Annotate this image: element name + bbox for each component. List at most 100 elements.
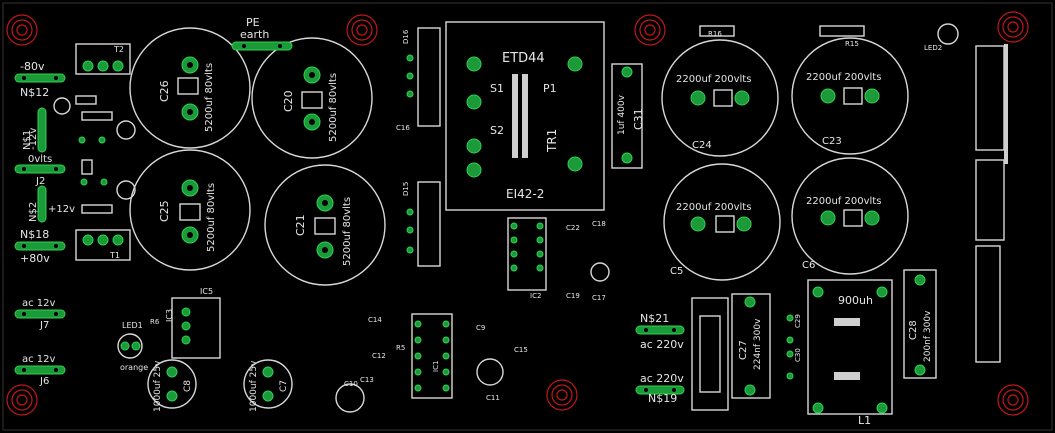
regulator-t1[interactable]: T1 xyxy=(75,229,131,261)
svg-text:ac 12v: ac 12v xyxy=(22,354,56,365)
svg-text:1000uf 25v: 1000uf 25v xyxy=(249,360,259,412)
svg-text:J6: J6 xyxy=(39,376,49,387)
svg-text:IC2: IC2 xyxy=(530,292,541,300)
svg-text:900uh: 900uh xyxy=(838,294,873,307)
svg-text:2200uf 200vlts: 2200uf 200vlts xyxy=(676,202,751,213)
small-parts-left xyxy=(53,95,136,214)
diode-heatsink-bottom[interactable]: D15 xyxy=(402,181,441,267)
capacitor-c20[interactable]: C20 5200uf 80vlts xyxy=(251,37,373,159)
right-connectors[interactable] xyxy=(975,44,1008,363)
svg-text:1000uf 25v: 1000uf 25v xyxy=(153,360,163,412)
fuse[interactable] xyxy=(691,297,729,411)
svg-text:N$12: N$12 xyxy=(20,86,49,99)
regulator-ic5[interactable]: IC5 IC3 xyxy=(165,287,221,359)
connector-j2[interactable]: -12v N$1 0vlts J2 N$2 +12v xyxy=(14,107,75,223)
small-caps-c29-c30[interactable]: C29 C30 xyxy=(786,314,802,380)
svg-text:C22: C22 xyxy=(566,224,580,232)
capacitor-c31[interactable]: 1uf 400v C31 xyxy=(611,63,645,169)
c26-value: 5200uf 80vlts xyxy=(204,63,215,132)
svg-text:C8: C8 xyxy=(183,380,193,392)
capacitor-c7[interactable]: 1000uf 25v C7 xyxy=(243,359,293,412)
svg-text:EI42-2: EI42-2 xyxy=(506,187,544,201)
capacitor-c26[interactable]: C26 5200uf 80vlts xyxy=(129,27,251,149)
connector-minus80[interactable]: -80v N$12 xyxy=(14,60,66,99)
svg-text:D15: D15 xyxy=(402,182,410,196)
mount-hole-bm[interactable] xyxy=(546,379,578,411)
svg-text:-12v: -12v xyxy=(28,128,39,150)
transformer-tr1[interactable]: ETD44 S1 P1 S2 TR1 EI42-2 xyxy=(445,21,605,211)
svg-text:N$2: N$2 xyxy=(28,202,39,222)
c21-ref: C21 xyxy=(294,214,307,236)
connector-j7[interactable]: ac 12v J7 xyxy=(14,298,66,331)
capacitor-c23[interactable]: 2200uf 200vlts C23 xyxy=(791,37,909,155)
capacitor-c25[interactable]: C25 5200uf 80vlts xyxy=(129,149,251,271)
mount-hole-br[interactable] xyxy=(997,384,1029,416)
mount-hole-bl[interactable] xyxy=(6,384,38,416)
ic1-area[interactable]: IC1 C9 C12 R5 R6 C10 C11 C13 C14 C15 xyxy=(150,313,528,413)
svg-text:J7: J7 xyxy=(39,320,49,331)
capacitor-c27[interactable]: 224nf 300v C27 xyxy=(731,293,771,399)
svg-text:2200uf 200vlts: 2200uf 200vlts xyxy=(806,72,881,83)
svg-text:C19: C19 xyxy=(566,292,580,300)
connector-j6[interactable]: ac 12v J6 xyxy=(14,354,66,387)
svg-text:N$1: N$1 xyxy=(22,130,33,150)
svg-text:+80v: +80v xyxy=(20,252,50,265)
svg-text:2200uf 200vlts: 2200uf 200vlts xyxy=(676,74,751,85)
connector-ac220[interactable]: N$21 ac 220v ac 220v N$19 xyxy=(635,312,685,405)
diode-heatsink-top[interactable]: D16 C16 xyxy=(396,27,441,132)
svg-text:C24: C24 xyxy=(692,140,712,151)
svg-text:C5: C5 xyxy=(670,266,683,277)
mount-hole-tr2[interactable] xyxy=(997,11,1029,43)
c21-value: 5200uf 80vlts xyxy=(342,197,353,266)
capacitor-c28[interactable]: 200nf 300v C28 xyxy=(903,269,937,379)
capacitor-c8[interactable]: 1000uf 25v C8 xyxy=(147,359,197,412)
regulator-t2[interactable]: T2 xyxy=(75,43,131,75)
svg-text:N$21: N$21 xyxy=(640,312,669,325)
svg-text:R16: R16 xyxy=(708,30,722,38)
svg-text:1uf 400v: 1uf 400v xyxy=(617,94,627,135)
svg-text:C29: C29 xyxy=(794,314,802,328)
earth-pad[interactable] xyxy=(231,41,293,51)
mount-hole-tr1[interactable] xyxy=(634,14,666,46)
svg-text:orange: orange xyxy=(120,363,148,372)
svg-text:ac 220v: ac 220v xyxy=(640,338,684,351)
svg-text:N$18: N$18 xyxy=(20,228,49,241)
inductor-l1[interactable]: 900uh L1 xyxy=(807,279,893,427)
svg-text:D16: D16 xyxy=(402,29,410,44)
svg-text:S2: S2 xyxy=(490,124,504,137)
svg-text:R15: R15 xyxy=(845,40,859,48)
mount-hole-tl[interactable] xyxy=(6,14,38,46)
svg-text:C12: C12 xyxy=(372,352,386,360)
svg-text:-80v: -80v xyxy=(20,60,45,73)
mount-hole-tm[interactable] xyxy=(346,14,378,46)
svg-text:C18: C18 xyxy=(592,220,606,228)
svg-text:C13: C13 xyxy=(360,376,374,384)
resistors-top-right[interactable]: R16 R15 LED2 xyxy=(699,23,959,52)
svg-text:R6: R6 xyxy=(150,318,160,326)
pe-label: PE xyxy=(246,16,260,29)
svg-text:224nf 300v: 224nf 300v xyxy=(753,318,763,370)
svg-text:TR1: TR1 xyxy=(545,129,559,153)
svg-text:C11: C11 xyxy=(486,394,500,402)
ic2-area[interactable]: IC2 C22 C18 C17 C19 xyxy=(507,217,610,302)
capacitor-c5[interactable]: 2200uf 200vlts C5 xyxy=(663,163,781,281)
svg-text:C9: C9 xyxy=(476,324,485,332)
svg-text:C30: C30 xyxy=(794,348,802,362)
svg-text:LED1: LED1 xyxy=(122,321,143,330)
c25-ref: C25 xyxy=(158,200,171,222)
svg-text:S1: S1 xyxy=(490,82,504,95)
capacitor-c24[interactable]: 2200uf 200vlts C24 xyxy=(661,39,779,157)
c25-value: 5200uf 80vlts xyxy=(206,183,217,252)
svg-text:C10: C10 xyxy=(344,380,358,388)
svg-text:J2: J2 xyxy=(35,176,45,187)
svg-text:C28: C28 xyxy=(908,320,919,340)
capacitor-c21[interactable]: C21 5200uf 80vlts xyxy=(264,164,386,286)
svg-text:R5: R5 xyxy=(396,344,405,352)
svg-text:2200uf 200vlts: 2200uf 200vlts xyxy=(806,196,881,207)
svg-text:C14: C14 xyxy=(368,316,382,324)
capacitor-c6[interactable]: 2200uf 200vlts C6 xyxy=(791,157,909,275)
led1[interactable]: LED1 orange xyxy=(117,321,148,372)
connector-plus80[interactable]: N$18 +80v xyxy=(14,228,66,265)
